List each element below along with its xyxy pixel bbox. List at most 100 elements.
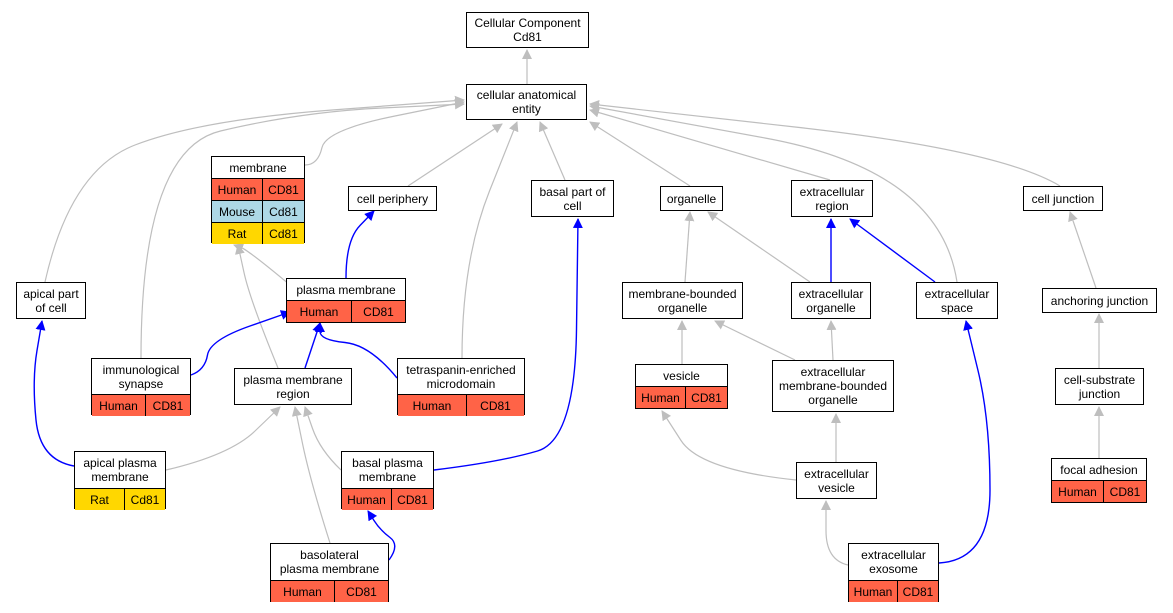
species-row: Mouse Cd81: [212, 200, 304, 222]
edge-basalpart-to-cae: [538, 121, 566, 181]
node-label: extracellular vesicle: [804, 466, 869, 495]
species-cell: Human: [412, 398, 452, 413]
node-label: extracellular space: [924, 286, 990, 315]
node-cellperiphery[interactable]: cell periphery: [348, 186, 437, 211]
node-label: immunological synapse: [102, 362, 180, 391]
species-cell: Human: [347, 492, 386, 507]
species-cell: Human: [217, 182, 257, 197]
edge-tetra-to-cae: [461, 121, 519, 359]
gene-cell: CD81: [466, 395, 524, 416]
node-label: extracellular exosome: [861, 548, 926, 576]
edge-immsyn-to-plasmamembrane: [190, 310, 291, 376]
species-cell: Human: [299, 304, 339, 319]
edge-exosome-to-ecspace: [938, 320, 991, 564]
edge-plasmamembrane-to-cellperiphery: [345, 210, 375, 279]
species-cell: Human: [853, 584, 893, 599]
node-label: plasma membrane: [296, 282, 396, 297]
gene-cell: CD81: [897, 581, 938, 602]
node-cae[interactable]: cellular anatomical entity: [466, 84, 587, 120]
node-label: focal adhesion: [1060, 462, 1138, 477]
gene-cell: CD81: [391, 489, 433, 510]
edge-basolateral-to-basalpm: [367, 510, 396, 561]
node-label: plasma membrane region: [243, 372, 343, 401]
node-mbo[interactable]: membrane-bounded organelle: [622, 282, 743, 319]
species-cell: Human: [641, 390, 680, 405]
edge-immsyn-to-cae: [140, 99, 465, 359]
node-ecspace[interactable]: extracellular space: [916, 282, 998, 319]
node-label: extracellular region: [799, 184, 865, 213]
node-pmr[interactable]: plasma membrane region: [234, 368, 352, 405]
gene-cell: Cd81: [262, 201, 304, 222]
species-row: Human CD81: [212, 178, 304, 200]
edge-tetra-to-plasmamembrane: [315, 322, 398, 379]
node-label: anchoring junction: [1050, 293, 1149, 308]
node-label: cellular anatomical entity: [476, 88, 577, 116]
edge-anchoring-to-celljunction: [1068, 211, 1097, 289]
species-cell: Mouse: [218, 204, 256, 219]
gene-cell: Cd81: [262, 223, 304, 244]
node-extracellularregion[interactable]: extracellular region: [791, 180, 873, 217]
edge-apicalpart-to-cae: [44, 95, 465, 283]
edge-ecmbo-to-mbo: [714, 320, 796, 361]
node-apicalpart[interactable]: apical part of cell: [16, 282, 86, 319]
edge-ecspace-to-cae: [589, 102, 958, 283]
node-celljunction[interactable]: cell junction: [1023, 186, 1103, 211]
gene-cell: CD81: [145, 395, 190, 416]
gene-cell: Cd81: [124, 489, 165, 510]
edge-exosome-to-ecvesicle: [821, 500, 849, 566]
edge-ecvesicle-to-vesicle: [661, 410, 797, 481]
node-ecvesicle[interactable]: extracellular vesicle: [796, 462, 877, 499]
edge-apicalpm-to-pmr: [165, 406, 281, 471]
edge-basalpm-to-basalpart: [433, 218, 583, 471]
node-basalpart[interactable]: basal part of cell: [531, 180, 614, 217]
node-root[interactable]: Cellular Component Cd81: [466, 12, 589, 48]
node-label: extracellular membrane-bounded organelle: [778, 365, 888, 407]
species-row: Human CD81: [287, 300, 405, 322]
gene-cell: CD81: [262, 179, 304, 200]
species-cell: Human: [283, 584, 322, 599]
node-eco[interactable]: extracellular organelle: [791, 282, 871, 319]
node-organelle[interactable]: organelle: [660, 186, 723, 211]
edge-mbo-to-organelle: [684, 211, 695, 283]
node-label: cell-substrate junction: [1063, 372, 1136, 401]
gene-cell: CD81: [351, 301, 405, 322]
edge-basolateral-to-pmr: [291, 406, 331, 544]
node-label: tetraspanin-enriched microdomain: [406, 362, 516, 391]
edge-ecspace-to-extracellularregion: [849, 218, 936, 283]
edge-ecmbo-to-eco: [826, 320, 837, 361]
edge-pmr-to-plasmamembrane: [304, 322, 322, 369]
edge-organelle-to-cae: [589, 121, 691, 187]
node-label: basal part of cell: [539, 184, 606, 213]
node-label: extracellular organelle: [798, 286, 864, 315]
edge-celljunction-to-cae: [589, 100, 1061, 187]
edge-pmr-to-membrane: [235, 244, 279, 369]
edge-basalpm-to-pmr: [303, 406, 342, 471]
node-anchoring[interactable]: anchoring junction: [1042, 288, 1157, 313]
node-csj[interactable]: cell-substrate junction: [1055, 368, 1144, 405]
node-ecmbo[interactable]: extracellular membrane-bounded organelle: [772, 360, 894, 412]
node-label: cell periphery: [356, 191, 429, 206]
node-label: membrane: [229, 160, 287, 175]
node-label: basal plasma membrane: [352, 456, 423, 484]
species-cell: Rat: [227, 226, 247, 241]
node-label: apical part of cell: [23, 286, 79, 315]
species-row: Human CD81: [398, 394, 524, 416]
node-label: membrane-bounded organelle: [628, 286, 737, 315]
node-label: cell junction: [1031, 191, 1095, 206]
